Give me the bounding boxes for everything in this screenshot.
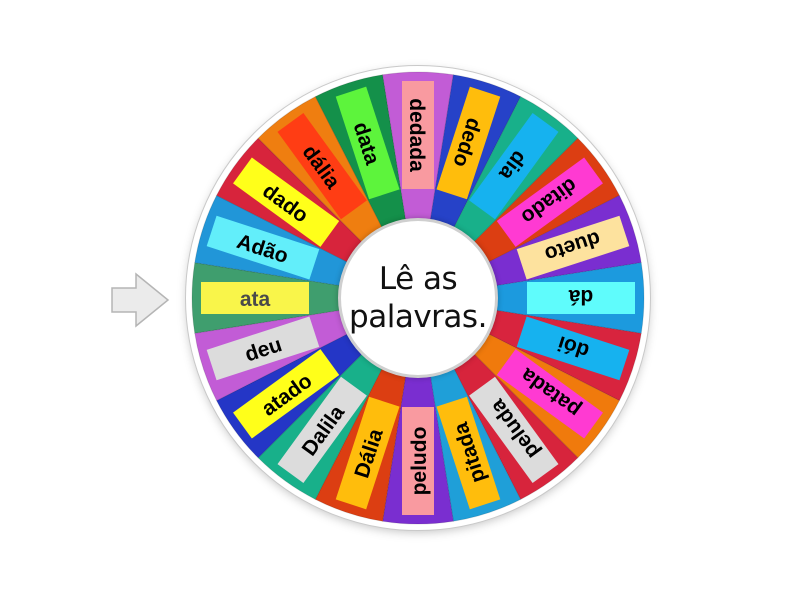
label-tag: [516, 215, 630, 280]
label-tag: [402, 81, 434, 189]
label-tag: [201, 282, 309, 314]
label-tag: [206, 316, 320, 381]
arrow-right-icon: [111, 272, 170, 328]
wheel-hub[interactable]: Lê as palavras.: [338, 218, 498, 378]
segment-label: data: [335, 86, 400, 200]
label-tag: [277, 113, 367, 220]
segment-label: dedo: [436, 86, 501, 200]
label-tag: [402, 407, 434, 515]
segment-word: peludo: [408, 427, 431, 496]
label-tag: [335, 396, 400, 510]
hub-instruction-text: Lê as palavras.: [343, 260, 493, 336]
segment-word: ata: [240, 288, 271, 311]
label-tag: [206, 215, 320, 280]
hub-text-line-2: palavras.: [349, 299, 487, 335]
label-tag: [516, 316, 630, 381]
segment-word: dedada: [405, 98, 428, 172]
segment-label: ata: [201, 282, 309, 314]
label-tag: [496, 157, 603, 247]
segment-label: peludo: [402, 407, 434, 515]
label-tag: [496, 349, 603, 439]
segment-label: dia: [469, 113, 559, 220]
hub-text-line-1: Lê as: [378, 261, 458, 297]
label-tag: [436, 86, 501, 200]
label-tag: [527, 282, 635, 314]
segment-label: dedada: [402, 81, 434, 189]
segment-label: dói: [516, 316, 630, 381]
label-tag: [233, 349, 340, 439]
label-tag: [469, 376, 559, 483]
label-tag: [436, 396, 501, 510]
label-tag: [335, 86, 400, 200]
label-tag: [233, 157, 340, 247]
segment-word: dá: [568, 285, 593, 308]
label-tag: [277, 376, 367, 483]
label-tag: [469, 113, 559, 220]
segment-label: dá: [527, 282, 635, 314]
